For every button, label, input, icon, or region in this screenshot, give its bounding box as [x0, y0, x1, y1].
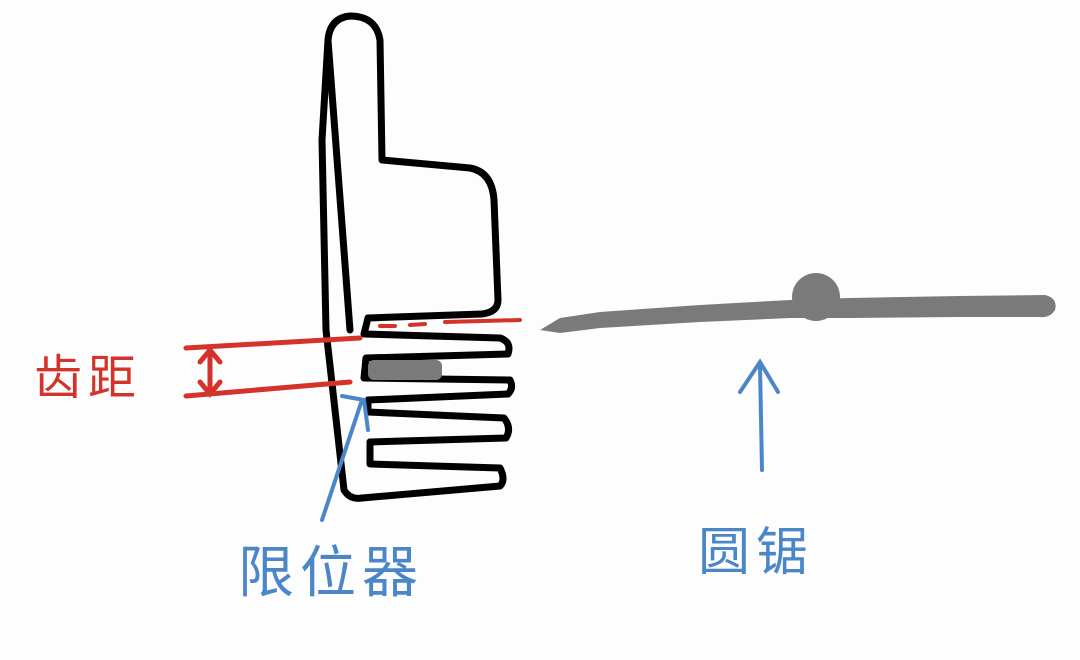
- blade-in-slot: [368, 360, 442, 380]
- annotation-arrows: [320, 358, 780, 522]
- pitch-dimension: [183, 318, 522, 399]
- tooth-pitch-label: 齿距: [34, 350, 143, 406]
- circular-saw-label: 圆锯: [698, 523, 815, 583]
- hand-outline: [318, 12, 516, 502]
- limiter-label: 限位器: [238, 541, 424, 606]
- saw-blade: [540, 273, 1056, 333]
